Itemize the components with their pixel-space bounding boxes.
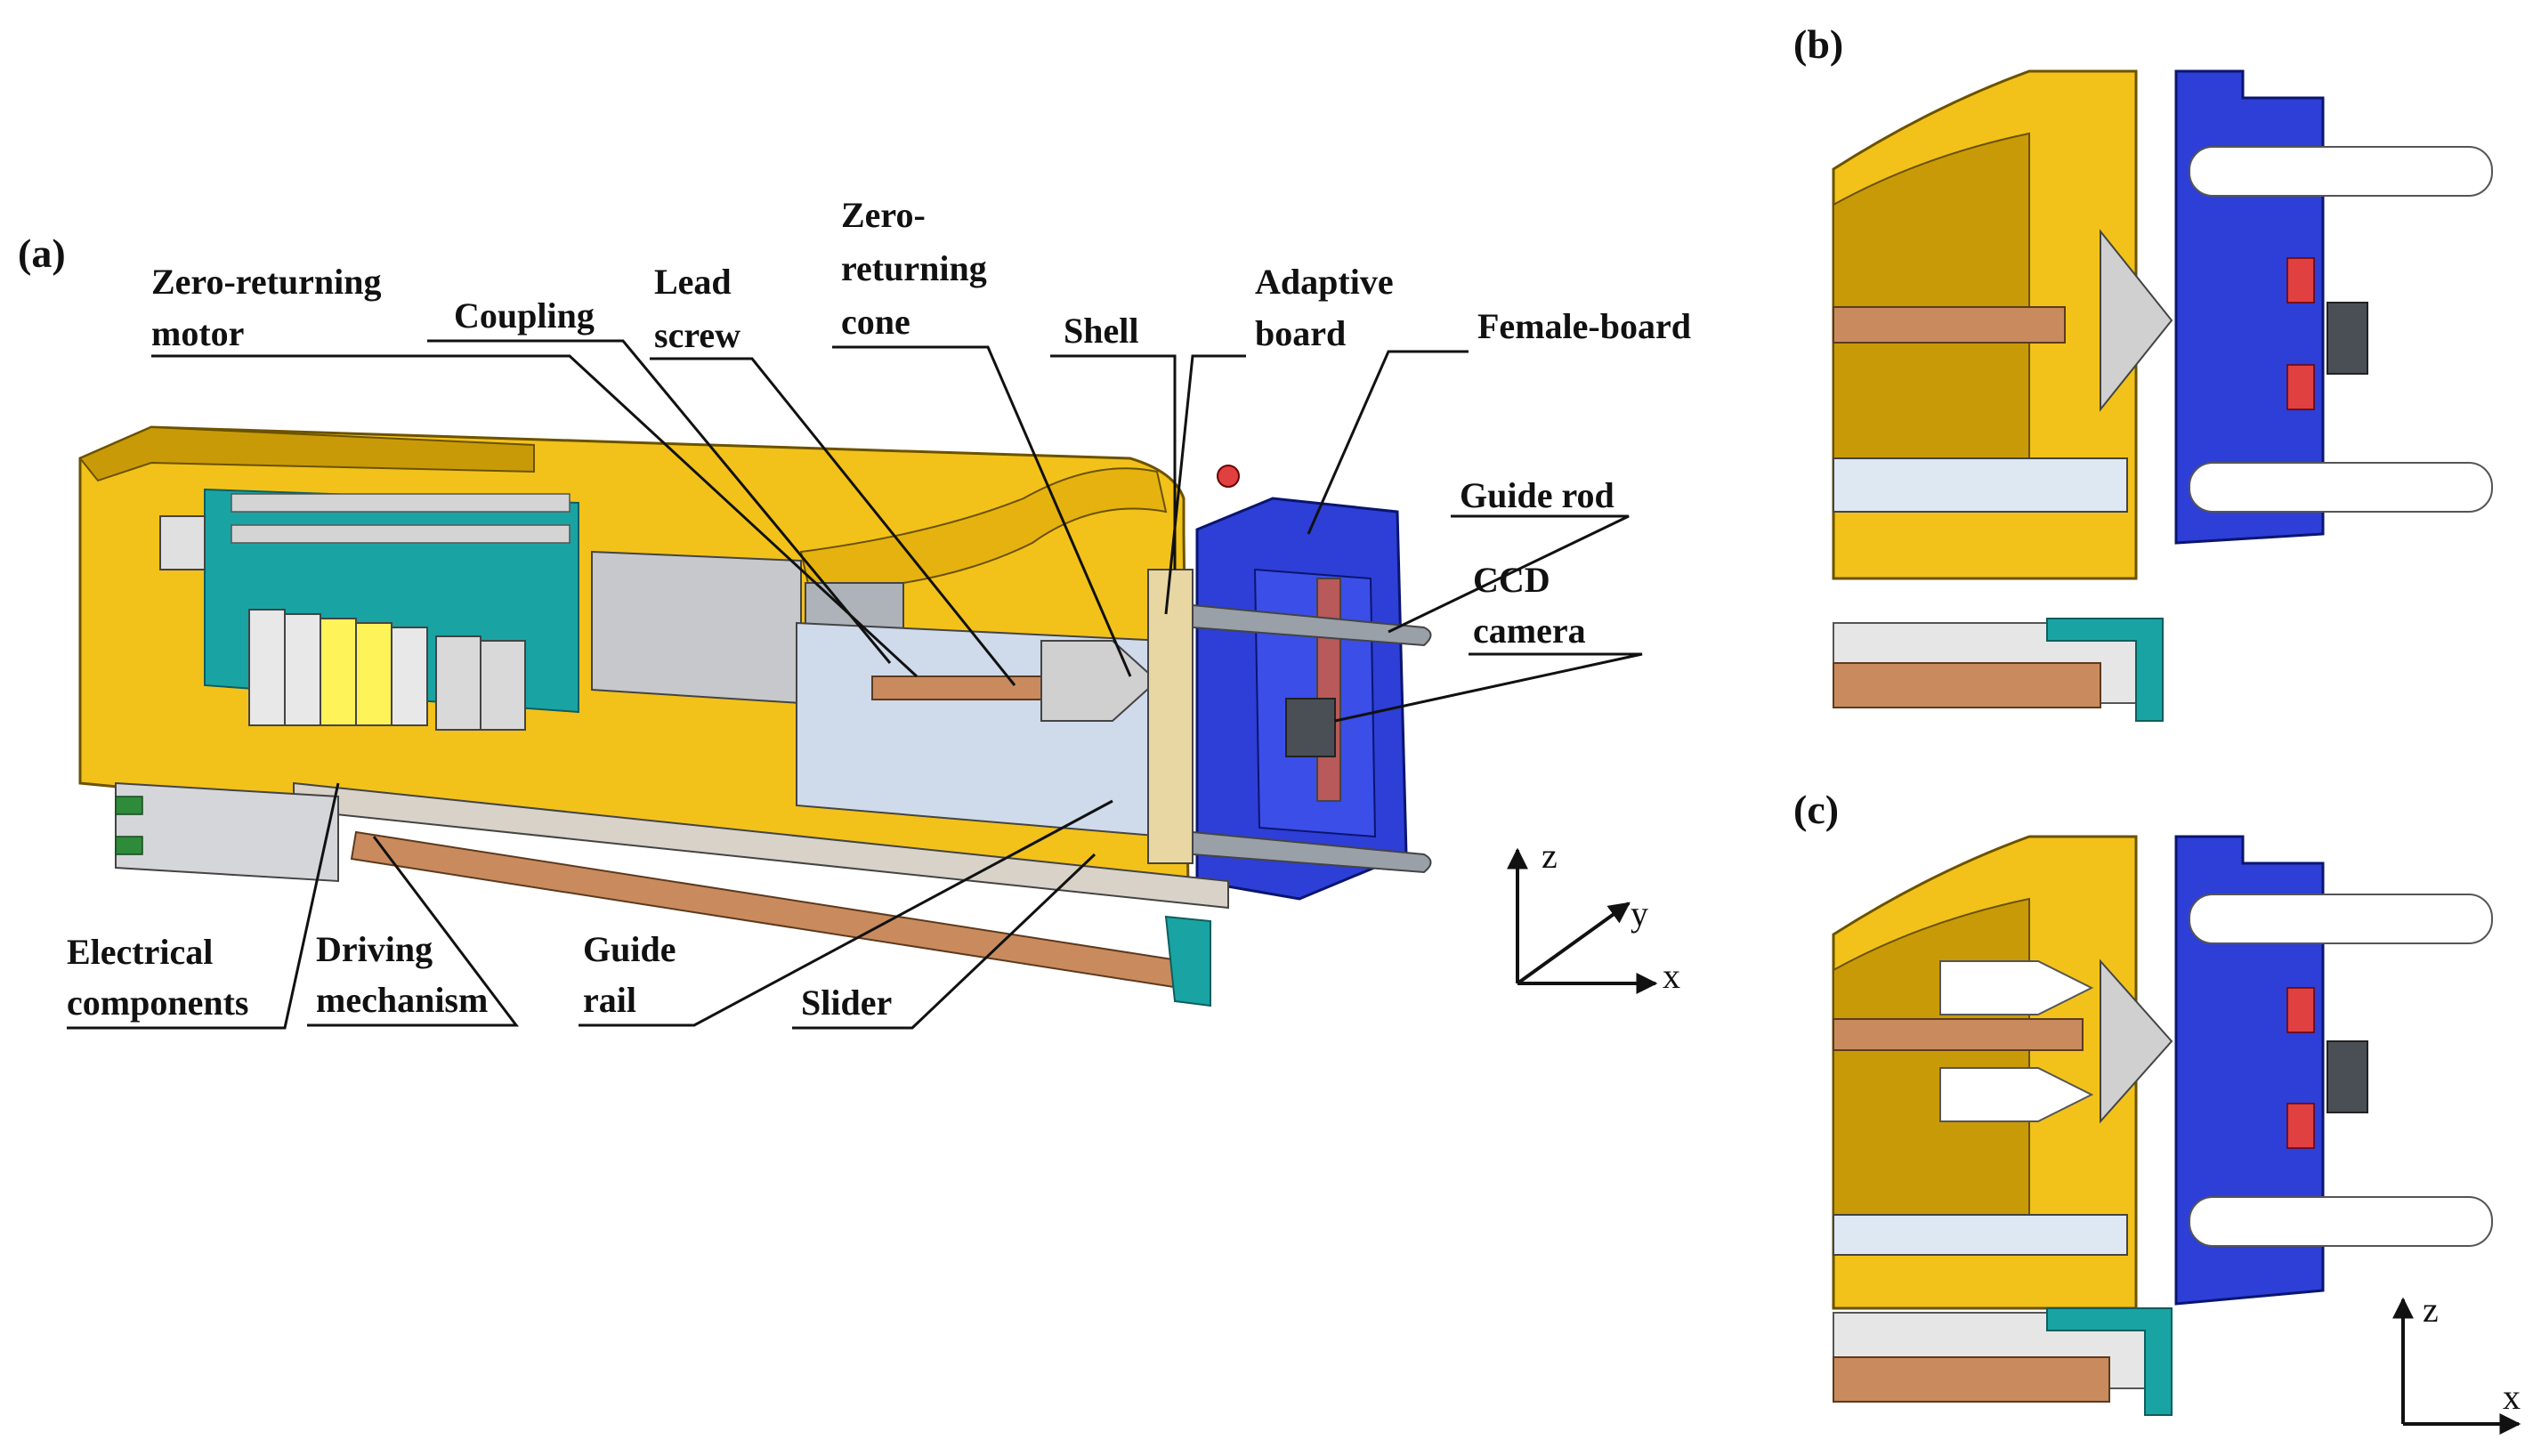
label-lead-screw: Lead screw bbox=[654, 262, 740, 355]
driving-mechanism-block bbox=[115, 781, 339, 883]
svg-text:Driving: Driving bbox=[316, 929, 433, 969]
label-coupling: Coupling bbox=[454, 295, 595, 336]
red-block-b-2 bbox=[2286, 364, 2315, 410]
axis-a-y: y bbox=[1631, 894, 1648, 934]
svg-text:Zero-returning: Zero-returning bbox=[151, 262, 382, 302]
terminal-rail-2 bbox=[231, 524, 571, 544]
svg-text:components: components bbox=[67, 983, 248, 1023]
arrow-pin-c-lower bbox=[1939, 1067, 2094, 1122]
svg-text:Female-board: Female-board bbox=[1477, 306, 1691, 346]
green-terminal-1 bbox=[115, 796, 143, 815]
shell-b-inner bbox=[1833, 132, 2030, 464]
leader-lines bbox=[67, 339, 1643, 1030]
adaptive-board-plate bbox=[1147, 569, 1194, 864]
axis-a-x: x bbox=[1663, 956, 1680, 996]
copper-b bbox=[1833, 662, 2101, 708]
guide-rod-b-lower bbox=[2189, 462, 2493, 513]
svg-text:Guide rod: Guide rod bbox=[1460, 475, 1614, 515]
zero-returning-motor-block bbox=[591, 550, 802, 705]
svg-text:motor: motor bbox=[151, 313, 244, 353]
svg-text:Shell: Shell bbox=[1064, 311, 1138, 351]
terminal-rail-1 bbox=[231, 493, 571, 513]
assembly-drawing-a bbox=[78, 425, 1432, 1007]
svg-text:Slider: Slider bbox=[801, 983, 892, 1023]
label-zero-returning-motor: Zero-returning motor bbox=[151, 262, 382, 353]
label-female-board: Female-board bbox=[1477, 306, 1691, 346]
teal-bracket-c bbox=[2046, 1307, 2173, 1416]
guide-rod-b-upper bbox=[2189, 146, 2493, 197]
arrow-pin-c-upper bbox=[1939, 960, 2094, 1015]
svg-text:Lead: Lead bbox=[654, 262, 732, 302]
connector-strip bbox=[1316, 578, 1341, 802]
red-block-c-1 bbox=[2286, 987, 2315, 1033]
panel-label-b: (b) bbox=[1793, 21, 1843, 67]
panel-label-c: (c) bbox=[1793, 787, 1839, 832]
shell-top-lip bbox=[78, 425, 535, 482]
indicator-light bbox=[1217, 465, 1240, 488]
label-shell: Shell bbox=[1064, 311, 1138, 351]
label-ccd-camera: CCD camera bbox=[1473, 560, 1586, 651]
cone-b bbox=[2100, 229, 2173, 412]
label-electrical-components: Electrical components bbox=[67, 932, 248, 1023]
guide-rod-c-lower bbox=[2189, 1196, 2493, 1247]
panel-label-a: (a) bbox=[18, 231, 66, 276]
copper-c bbox=[1833, 1356, 2110, 1403]
svg-text:cone: cone bbox=[841, 302, 910, 342]
svg-text:board: board bbox=[1255, 313, 1346, 353]
label-slider: Slider bbox=[801, 983, 892, 1023]
red-block-b-1 bbox=[2286, 257, 2315, 303]
svg-text:screw: screw bbox=[654, 315, 740, 355]
green-terminal-2 bbox=[115, 836, 143, 855]
red-block-c-2 bbox=[2286, 1103, 2315, 1149]
guide-rod-lower bbox=[1192, 830, 1432, 874]
svg-text:Guide: Guide bbox=[583, 929, 676, 969]
ccd-camera-b bbox=[2327, 302, 2368, 375]
svg-text:CCD: CCD bbox=[1473, 560, 1550, 600]
section-view-b bbox=[1832, 69, 2493, 722]
svg-text:Coupling: Coupling bbox=[454, 295, 595, 336]
label-guide-rail: Guide rail bbox=[583, 929, 676, 1020]
guide-rod-upper bbox=[1192, 603, 1432, 647]
teal-bracket bbox=[1164, 915, 1211, 1007]
axis-a-z: z bbox=[1542, 836, 1558, 876]
light-chamber-c bbox=[1833, 1214, 2128, 1256]
label-zero-returning-cone: Zero- returning cone bbox=[841, 195, 987, 342]
svg-text:camera: camera bbox=[1473, 611, 1586, 651]
lead-screw-c bbox=[1833, 1018, 2084, 1051]
teal-bracket-b bbox=[2046, 618, 2164, 722]
guide-rod-c-upper bbox=[2189, 894, 2493, 944]
label-adaptive-board: Adaptive board bbox=[1255, 262, 1394, 353]
connector-box bbox=[159, 515, 206, 570]
light-chamber-b bbox=[1833, 457, 2128, 513]
svg-text:rail: rail bbox=[583, 980, 636, 1020]
ccd-camera-c bbox=[2327, 1040, 2368, 1113]
axis-c-z: z bbox=[2423, 1290, 2439, 1330]
svg-text:Zero-: Zero- bbox=[841, 195, 926, 235]
shell-neck bbox=[799, 467, 1168, 594]
axes-a: z y x bbox=[1507, 836, 1680, 996]
zero-returning-cone-shape bbox=[1040, 640, 1159, 722]
axis-c-x: x bbox=[2503, 1377, 2521, 1417]
svg-text:Adaptive: Adaptive bbox=[1255, 262, 1394, 302]
svg-text:returning: returning bbox=[841, 248, 987, 288]
cone-c bbox=[2100, 959, 2173, 1124]
axes-c: z x bbox=[2392, 1290, 2521, 1435]
section-view-c bbox=[1832, 835, 2493, 1416]
ccd-camera-body bbox=[1285, 698, 1336, 757]
svg-text:Electrical: Electrical bbox=[67, 932, 213, 972]
lead-screw-b bbox=[1833, 306, 2066, 344]
female-board-c bbox=[2174, 835, 2325, 1306]
label-driving-mechanism: Driving mechanism bbox=[316, 929, 488, 1020]
electrical-components-block bbox=[248, 609, 526, 731]
svg-text:mechanism: mechanism bbox=[316, 980, 488, 1020]
label-guide-rod: Guide rod bbox=[1460, 475, 1614, 515]
